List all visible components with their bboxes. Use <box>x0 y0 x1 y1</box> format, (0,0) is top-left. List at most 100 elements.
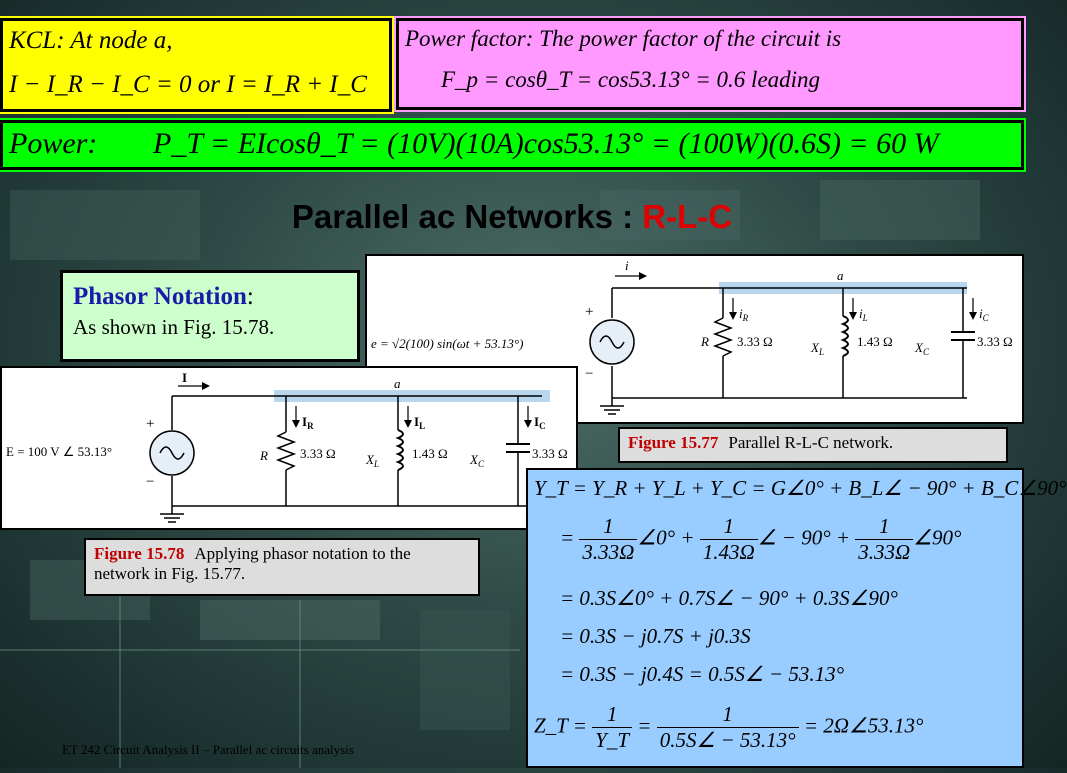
fig77-xl-value: 1.43 Ω <box>857 334 893 349</box>
impedance-fraction-1-den: Y_T <box>595 728 630 752</box>
fig78-xl-label: XL <box>365 452 379 469</box>
figure-15-77-caption-label: Figure 15.77 <box>628 433 719 452</box>
background-board <box>0 180 980 768</box>
fig78-xl-value: 1.43 Ω <box>412 446 448 461</box>
fig78-xc-label: XC <box>469 452 485 469</box>
slide-title-main: Parallel ac Networks : <box>291 198 643 235</box>
fig77-node-label: a <box>837 268 844 283</box>
fig77-xl-label: XL <box>810 340 824 357</box>
fig78-xc-value: 3.33 Ω <box>532 446 568 461</box>
admittance-line-1: Y_T = Y_R + Y_L + Y_C = G∠0° + B_L∠ − 90… <box>534 476 1067 500</box>
fraction-2-angle: ∠ − 90° + <box>757 525 851 550</box>
fraction-1-num: 1 <box>579 514 638 540</box>
inductor-symbol-78 <box>395 429 404 471</box>
fig78-plus: + <box>146 416 154 432</box>
fig77-ic-i: i <box>979 306 983 321</box>
figure-15-77-caption: Figure 15.77 Parallel R-L-C network. <box>618 427 1008 463</box>
fraction-2-num: 1 <box>699 514 758 540</box>
fig78-il-i: I <box>414 414 419 429</box>
power-box: Power: P_T = EIcosθ_T = (10V)(10A)cos53.… <box>0 118 1026 172</box>
background-pattern <box>0 180 980 768</box>
fig77-ir-label: iR <box>739 306 749 323</box>
fig77-r-label: R <box>700 334 709 349</box>
fraction-3-angle: ∠90° <box>913 525 962 550</box>
fig77-minus: − <box>585 366 593 382</box>
impedance-equals: = <box>637 713 652 738</box>
slide-title: Parallel ac Networks : R-L-C <box>0 198 1024 236</box>
fig78-ic-label: IC <box>534 414 546 431</box>
fig77-plus: + <box>585 304 593 320</box>
fig77-xc-sub: C <box>923 347 930 357</box>
admittance-line-3: = 0.3S∠0° + 0.7S∠ − 90° + 0.3S∠90° <box>560 586 898 610</box>
fig77-r-value: 3.33 Ω <box>737 334 773 349</box>
fig78-il-label: IL <box>414 414 425 431</box>
kcl-line-1: KCL: At node a, <box>9 27 173 54</box>
fraction-2-den: 1.43Ω <box>702 540 755 564</box>
power-label: Power: <box>9 127 98 160</box>
fig77-xc-label: XC <box>914 340 930 357</box>
fig78-r-label: R <box>259 448 268 463</box>
fraction-3-num: 1 <box>855 514 914 540</box>
fig77-ir-sub: R <box>742 313 749 323</box>
fig78-xc-x: X <box>469 452 479 467</box>
fig77-il-i: i <box>859 306 863 321</box>
fig77-il-label: iL <box>859 306 868 323</box>
power-factor-line-2: F_p = cosθ_T = cos53.13° = 0.6 leading <box>441 67 821 92</box>
impedance-fraction-1-num: 1 <box>592 702 633 728</box>
figure-15-78: I a + − E = 100 V ∠ 53.13° IR IL IC R 3.… <box>0 366 578 530</box>
impedance-lhs: Z_T = <box>534 713 587 738</box>
fig77-xc-x: X <box>914 340 924 355</box>
fig78-xl-sub: L <box>373 459 379 469</box>
power-expression: P_T = EIcosθ_T = (10V)(10A)cos53.13° = (… <box>153 127 939 160</box>
fig78-r-value: 3.33 Ω <box>300 446 336 461</box>
phasor-notation-colon: : <box>246 283 254 310</box>
admittance-line-4: = 0.3S − j0.7S + j0.3S <box>560 624 751 648</box>
fig78-ic-sub: C <box>539 421 546 431</box>
kcl-line-2: I − I_R − I_C = 0 or I = I_R + I_C <box>9 71 367 98</box>
fraction-1-den: 3.33Ω <box>582 540 635 564</box>
fig78-il-sub: L <box>419 421 425 431</box>
kcl-box: KCL: At node a, I − I_R − I_C = 0 or I =… <box>0 16 394 114</box>
admittance-line-5: = 0.3S − j0.4S = 0.5S∠ − 53.13° <box>560 662 844 686</box>
fig78-xl-x: X <box>365 452 375 467</box>
impedance-result: = 2Ω∠53.13° <box>803 713 924 738</box>
fig77-source-label: e = √2(100) sin(ωt + 53.13°) <box>371 336 523 351</box>
power-factor-box: Power factor: The power factor of the ci… <box>394 16 1026 112</box>
admittance-calculation-box: Y_T = Y_R + Y_L + Y_C = G∠0° + B_L∠ − 90… <box>526 468 1067 768</box>
footer-text: ET 242 Circuit Analysis II – Parallel ac… <box>62 742 354 757</box>
fig77-xc-value: 3.33 Ω <box>977 334 1013 349</box>
admittance-line-2-prefix: = <box>560 525 575 550</box>
fig78-minus: − <box>146 474 154 490</box>
fig77-current-label: i <box>625 258 629 273</box>
power-factor-line-1: Power factor: The power factor of the ci… <box>405 26 842 51</box>
phasor-notation-text: As shown in Fig. 15.78. <box>73 315 275 339</box>
figure-15-77-caption-text: Parallel R-L-C network. <box>728 433 894 452</box>
fig77-ir-i: i <box>739 306 743 321</box>
fig78-current-label: I <box>182 370 187 385</box>
fig77-il-sub: L <box>862 313 868 323</box>
fig78-node-label: a <box>394 376 401 391</box>
impedance-fraction-2-den: 0.5S∠ − 53.13° <box>659 728 796 752</box>
resistor-symbol-78 <box>275 431 297 471</box>
figure-15-78-caption-label: Figure 15.78 <box>94 544 185 563</box>
fraction-3-den: 3.33Ω <box>858 540 911 564</box>
fig77-ic-label: iC <box>979 306 990 323</box>
figure-15-78-circuit: I a + − E = 100 V ∠ 53.13° IR IL IC R 3.… <box>6 370 568 523</box>
phasor-notation-heading: Phasor Notation <box>73 283 247 310</box>
phasor-notation-box: Phasor Notation: As shown in Fig. 15.78. <box>60 270 360 362</box>
fig78-source-label: E = 100 V ∠ 53.13° <box>6 444 112 459</box>
fig78-xc-sub: C <box>478 459 485 469</box>
resistor-symbol <box>712 317 734 357</box>
fig78-ic-i: I <box>534 414 539 429</box>
inductor-symbol <box>840 315 849 357</box>
slide-title-accent: R-L-C <box>642 198 733 235</box>
fig78-ir-label: IR <box>302 414 314 431</box>
